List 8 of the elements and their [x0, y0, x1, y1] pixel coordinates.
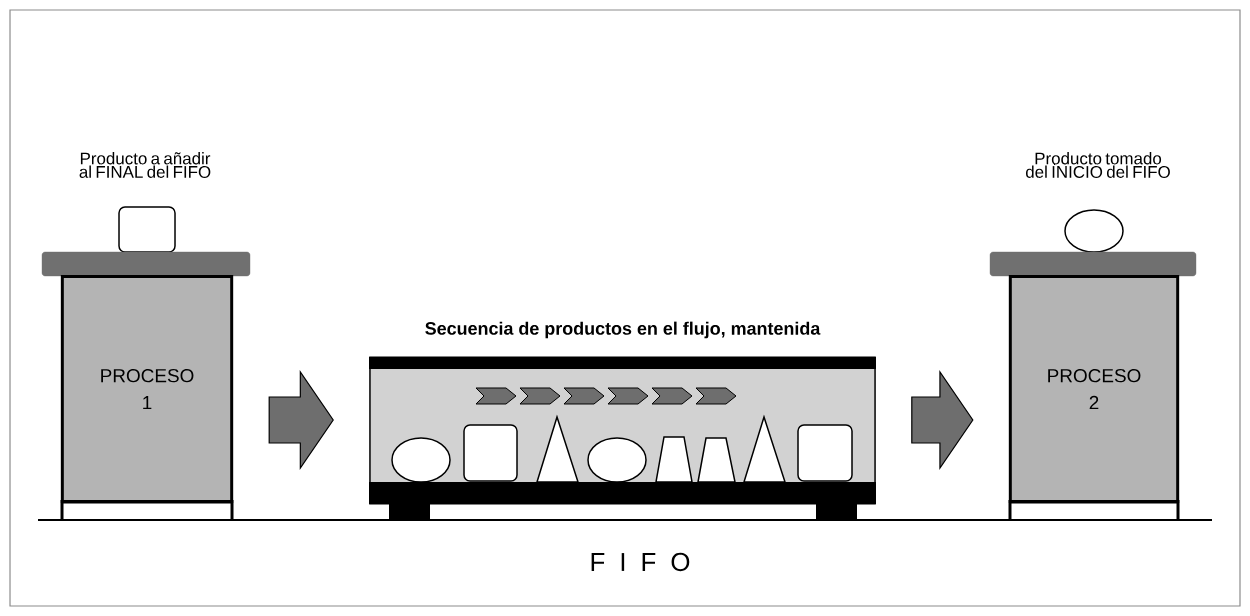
block-arrow — [911, 370, 974, 470]
block-arrow — [268, 370, 334, 470]
fifo-title: F I F O — [591, 552, 690, 572]
caption: Producto tomado del INICIO del FIFO — [1026, 152, 1170, 178]
conveyor-heading: Secuencia de productos en el flujo, mantenida — [425, 321, 821, 339]
caption: Producto a añadir al FINAL del FIFO — [79, 152, 211, 178]
process-table: PROCESO 2 — [989, 251, 1197, 522]
process-table: PROCESO 1 — [41, 251, 251, 522]
